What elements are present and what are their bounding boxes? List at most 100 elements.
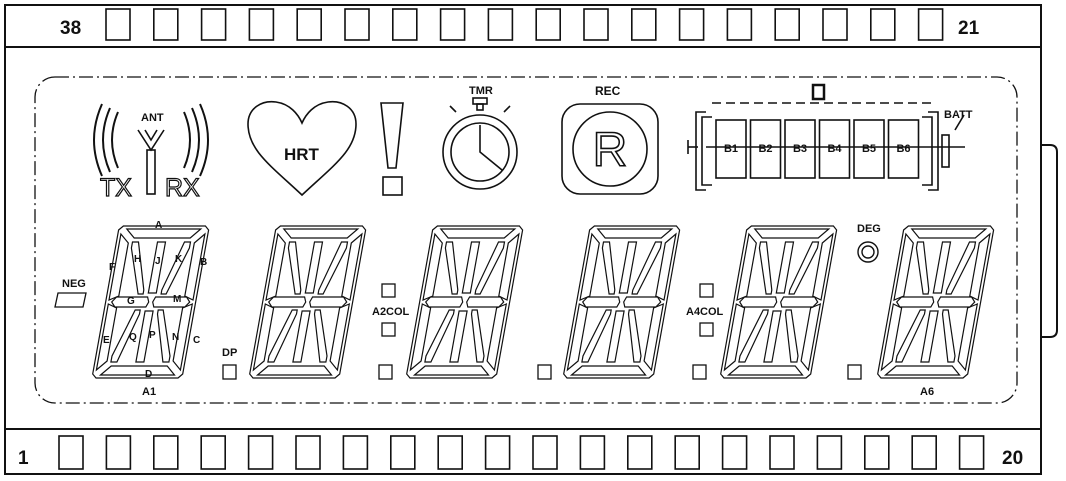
pin-1-label: 1: [18, 448, 29, 469]
tmr-label: TMR: [469, 85, 493, 97]
glass-outline: [4, 4, 1042, 475]
dp-dot: [222, 364, 237, 380]
segment-q: [581, 309, 612, 363]
segment-p: [449, 310, 468, 363]
rx-label: RX: [165, 174, 200, 202]
top-pin: [391, 8, 418, 41]
segment-g: [424, 296, 464, 308]
segment-h: [601, 241, 616, 295]
segment-h: [287, 241, 302, 295]
segment-g: [895, 296, 935, 308]
digit-outline: [249, 225, 367, 379]
segment-n: [156, 309, 171, 363]
segment-q: [738, 309, 769, 363]
deg-inner-ring: [861, 245, 875, 259]
side-tab: [1041, 144, 1058, 338]
segment-a: [910, 228, 988, 239]
seg-c-label: C: [193, 335, 200, 346]
bottom-pin-row: [58, 435, 985, 470]
battery-icon: [687, 83, 965, 191]
digit-outline: [563, 225, 681, 379]
segment-d: [726, 365, 804, 376]
digit-outline: [720, 225, 838, 379]
pin-38-label: 38: [60, 18, 81, 39]
segment-f: [579, 232, 600, 301]
top-pin: [583, 8, 609, 41]
segment-e: [95, 303, 118, 372]
seg-b-label: B: [200, 257, 207, 268]
top-pin: [105, 8, 131, 41]
battery-bar: [715, 119, 747, 179]
segment-k: [788, 241, 820, 295]
a1-label: A1: [142, 386, 156, 398]
segment-f: [736, 232, 757, 301]
seg-g-label: G: [127, 296, 135, 307]
pin-21-label: 21: [958, 18, 980, 39]
bottom-pin: [579, 435, 606, 470]
bottom-pin: [247, 435, 274, 470]
rec-icon-circle: [572, 111, 648, 187]
pin-20-label: 20: [1002, 448, 1023, 469]
seg-k-label: K: [175, 254, 183, 265]
rec-label: REC: [595, 84, 621, 98]
segment-k: [631, 241, 663, 295]
segment-m: [937, 296, 976, 308]
segment-b: [184, 232, 206, 301]
seg-e-label: E: [103, 335, 110, 346]
top-pin: [678, 8, 705, 41]
top-pin: [439, 8, 466, 41]
battery-bar: [818, 119, 851, 179]
segment-m: [309, 296, 348, 308]
seg-h-label: H: [134, 254, 141, 265]
segment-n: [470, 309, 485, 363]
segment-p: [292, 310, 311, 363]
a2col-upper-dot: [381, 283, 396, 298]
segment-g: [110, 296, 150, 308]
segment-d: [98, 365, 176, 376]
ant-label: ANT: [141, 112, 164, 124]
segment-a: [439, 228, 517, 239]
segment-d: [569, 365, 647, 376]
segment-j: [147, 241, 167, 294]
segment-m: [152, 296, 191, 308]
bottom-pin: [863, 435, 890, 470]
digit-outline: [406, 225, 524, 379]
bottom-pin: [105, 435, 132, 470]
seg-q-label: Q: [129, 332, 137, 343]
segment-k: [474, 241, 506, 295]
bottom-pin: [769, 435, 795, 470]
segment-a: [753, 228, 831, 239]
battery-bar-label: B6: [896, 143, 910, 155]
battery-bar-label: B2: [758, 143, 772, 155]
segment-n: [627, 309, 642, 363]
battery-bar: [853, 119, 885, 179]
warning-exclamation-icon: [380, 102, 404, 196]
deg-label: DEG: [857, 223, 881, 235]
segment-a: [282, 228, 360, 239]
segment-a: [596, 228, 674, 239]
segment-b: [969, 232, 991, 301]
segment-e: [252, 303, 275, 372]
segment-f: [265, 232, 286, 301]
a4col-label: A4COL: [686, 306, 724, 318]
batt-label: BATT: [944, 109, 973, 121]
top-pin: [487, 8, 514, 41]
bottom-pin: [958, 435, 985, 470]
heart-icon: [247, 100, 357, 197]
viewing-area: [34, 76, 1018, 404]
stopwatch-icon: [442, 97, 518, 190]
rec-icon-glyph: R: [593, 124, 628, 177]
battery-bar-label: B4: [827, 143, 842, 155]
dp5-dot: [847, 364, 862, 380]
segment-q: [424, 309, 455, 363]
segment-h: [444, 241, 459, 295]
segment-j: [775, 241, 795, 294]
segment-m: [623, 296, 662, 308]
segment-n: [784, 309, 799, 363]
a2col-label: A2COL: [372, 306, 410, 318]
segment-h: [130, 241, 145, 295]
segment-j: [932, 241, 952, 294]
segment-j: [618, 241, 638, 294]
segment-d: [255, 365, 333, 376]
